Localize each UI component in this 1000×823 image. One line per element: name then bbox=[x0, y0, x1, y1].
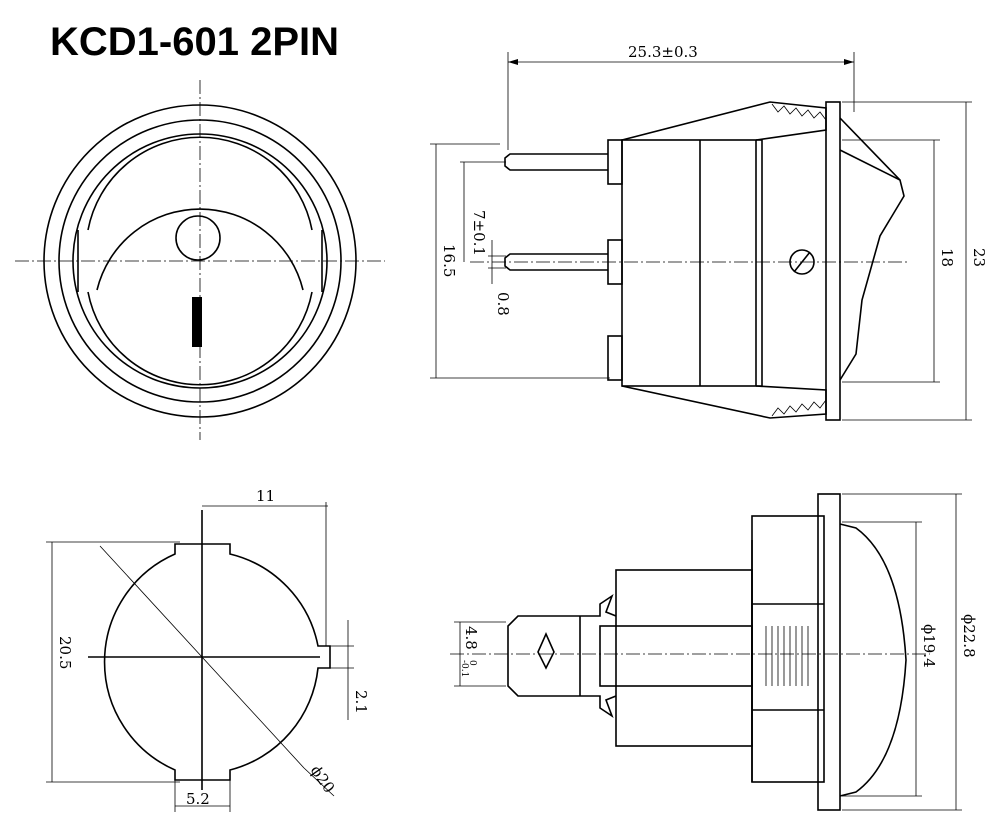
dim-terminal-tol-upper: 0 bbox=[467, 660, 477, 666]
dim-flange-height: 23 bbox=[970, 248, 988, 267]
dim-inner-height: 18 bbox=[938, 248, 956, 267]
dim-body-height: 16.5 bbox=[440, 244, 458, 277]
dim-cutout-diameter: ϕ20 bbox=[307, 762, 339, 796]
part-title: KCD1-601 2PIN bbox=[50, 20, 340, 64]
dim-cutout-height: 20.5 bbox=[56, 636, 74, 669]
dim-key-depth: 2.1 bbox=[352, 690, 370, 714]
dim-pin-spacing: 7±0.1 bbox=[470, 210, 488, 256]
dim-terminal-tol-lower: -0.1 bbox=[459, 660, 469, 677]
dim-cutout-half-width: 11 bbox=[256, 487, 275, 505]
dim-overall-length: 25.3±0.3 bbox=[628, 43, 698, 61]
dim-flange-diameter: ϕ22.8 bbox=[960, 614, 978, 658]
dim-terminal-width: 4.8 bbox=[462, 626, 480, 650]
top-view bbox=[450, 493, 962, 811]
dim-tab-width: 5.2 bbox=[186, 790, 210, 808]
panel-cutout-view bbox=[46, 502, 354, 812]
dim-pin-thickness: 0.8 bbox=[494, 292, 512, 316]
front-view bbox=[15, 80, 385, 440]
side-view bbox=[430, 52, 972, 421]
dim-lens-diameter: ϕ19.4 bbox=[920, 624, 938, 668]
on-mark bbox=[192, 297, 202, 347]
